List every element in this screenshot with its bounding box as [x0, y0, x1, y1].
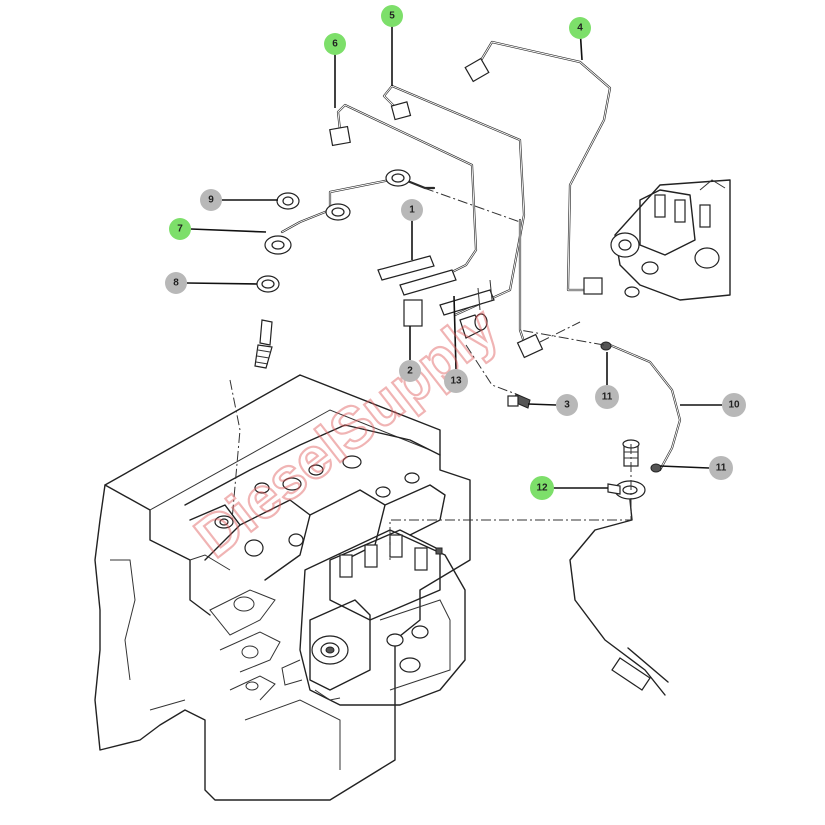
- svg-text:2: 2: [407, 366, 413, 377]
- callout-7: 7: [169, 218, 191, 240]
- svg-text:7: 7: [177, 224, 183, 235]
- callout-8: 8: [165, 272, 187, 294]
- callout-6: 6: [324, 33, 346, 55]
- callout-12: 12: [530, 476, 554, 500]
- svg-text:4: 4: [577, 23, 583, 34]
- svg-text:1: 1: [409, 205, 415, 216]
- engine-block: [94, 374, 471, 801]
- watermark-text: DieselSupply: [183, 295, 510, 570]
- callout-11-lower: 11: [709, 456, 733, 480]
- svg-text:9: 9: [208, 195, 214, 206]
- leader-lines: [186, 26, 722, 489]
- reference-lines: [229, 187, 632, 560]
- svg-text:3: 3: [564, 400, 570, 411]
- injection-pump-upper: [610, 179, 731, 301]
- svg-text:13: 13: [450, 376, 462, 387]
- svg-text:6: 6: [332, 39, 338, 50]
- callout-11-upper: 11: [595, 385, 619, 409]
- svg-text:11: 11: [716, 463, 727, 474]
- callout-9: 9: [200, 189, 222, 211]
- injection-pipes: [264, 40, 612, 359]
- callouts: 1 2 3 4 5 6 7 8: [165, 5, 746, 500]
- callout-2: 2: [399, 360, 421, 382]
- callout-13: 13: [444, 369, 468, 393]
- small-parts: [254, 192, 682, 696]
- svg-text:8: 8: [173, 278, 179, 289]
- callout-5: 5: [381, 5, 403, 27]
- svg-text:11: 11: [602, 392, 613, 403]
- injection-pump-lower: [281, 529, 466, 706]
- svg-text:10: 10: [728, 400, 740, 411]
- callout-1: 1: [401, 199, 423, 221]
- svg-text:12: 12: [536, 483, 548, 494]
- callout-10: 10: [722, 393, 746, 417]
- callout-4: 4: [569, 17, 591, 39]
- callout-3: 3: [556, 394, 578, 416]
- svg-text:5: 5: [389, 11, 395, 22]
